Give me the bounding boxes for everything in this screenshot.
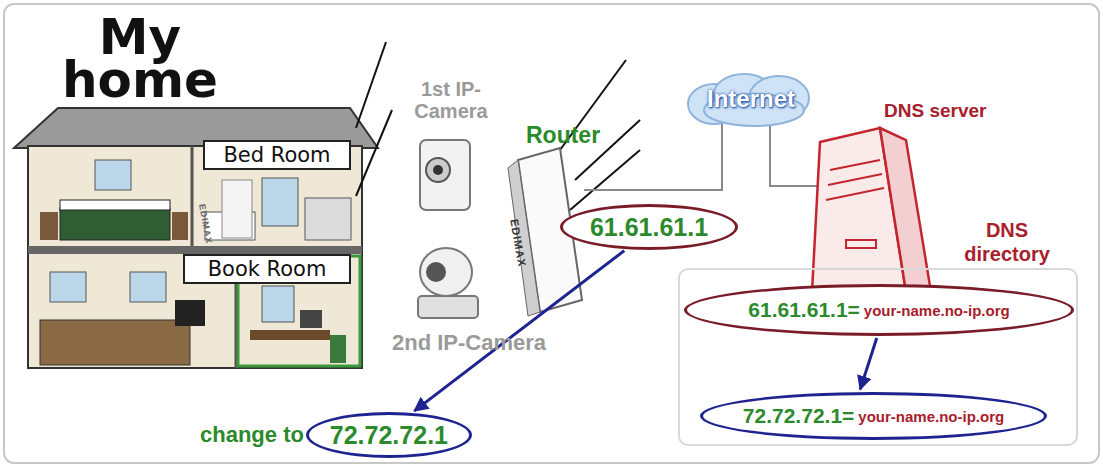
camera-label: 1st IP-Camera (392, 78, 510, 122)
node-text: 72.72.72.1 (330, 421, 448, 450)
dns-entry-oval: 72.72.72.1=your-name.no-ip.org (700, 392, 1047, 440)
node-text: 61.61.61.1 (590, 213, 708, 242)
change-arrow (860, 338, 877, 389)
node-text: Bed Room (223, 143, 330, 167)
router-label: Router (526, 122, 616, 149)
new-ip-group: change to 72.72.72.1 (200, 408, 476, 462)
house-title: My home (40, 16, 240, 102)
ip-oval: 72.72.72.1 (306, 412, 472, 458)
internet-cloud: Internet (684, 70, 818, 128)
node-text: your-name.no-ip.org (858, 408, 1004, 425)
dns-entry-oval: 61.61.61.1=your-name.no-ip.org (684, 284, 1074, 336)
node-text: Book Room (208, 257, 327, 281)
node-text: your-name.no-ip.org (864, 302, 1010, 319)
room-label-box: Book Room (183, 254, 351, 284)
ip-oval: 61.61.61.1 (560, 204, 738, 250)
node-text: 61.61.61.1= (748, 298, 860, 322)
node-text: Internet (707, 85, 795, 113)
server-label: DNS server (884, 100, 1024, 122)
dns-directory-panel: DNS directory61.61.61.1=your-name.no-ip.… (678, 268, 1078, 446)
node-text: change to (200, 422, 304, 448)
node-text: 72.72.72.1= (743, 404, 855, 428)
node-text: DNS directory (952, 218, 1062, 266)
room-label-box: Bed Room (203, 140, 351, 170)
camera-label: 2nd IP-Camera (392, 330, 562, 356)
